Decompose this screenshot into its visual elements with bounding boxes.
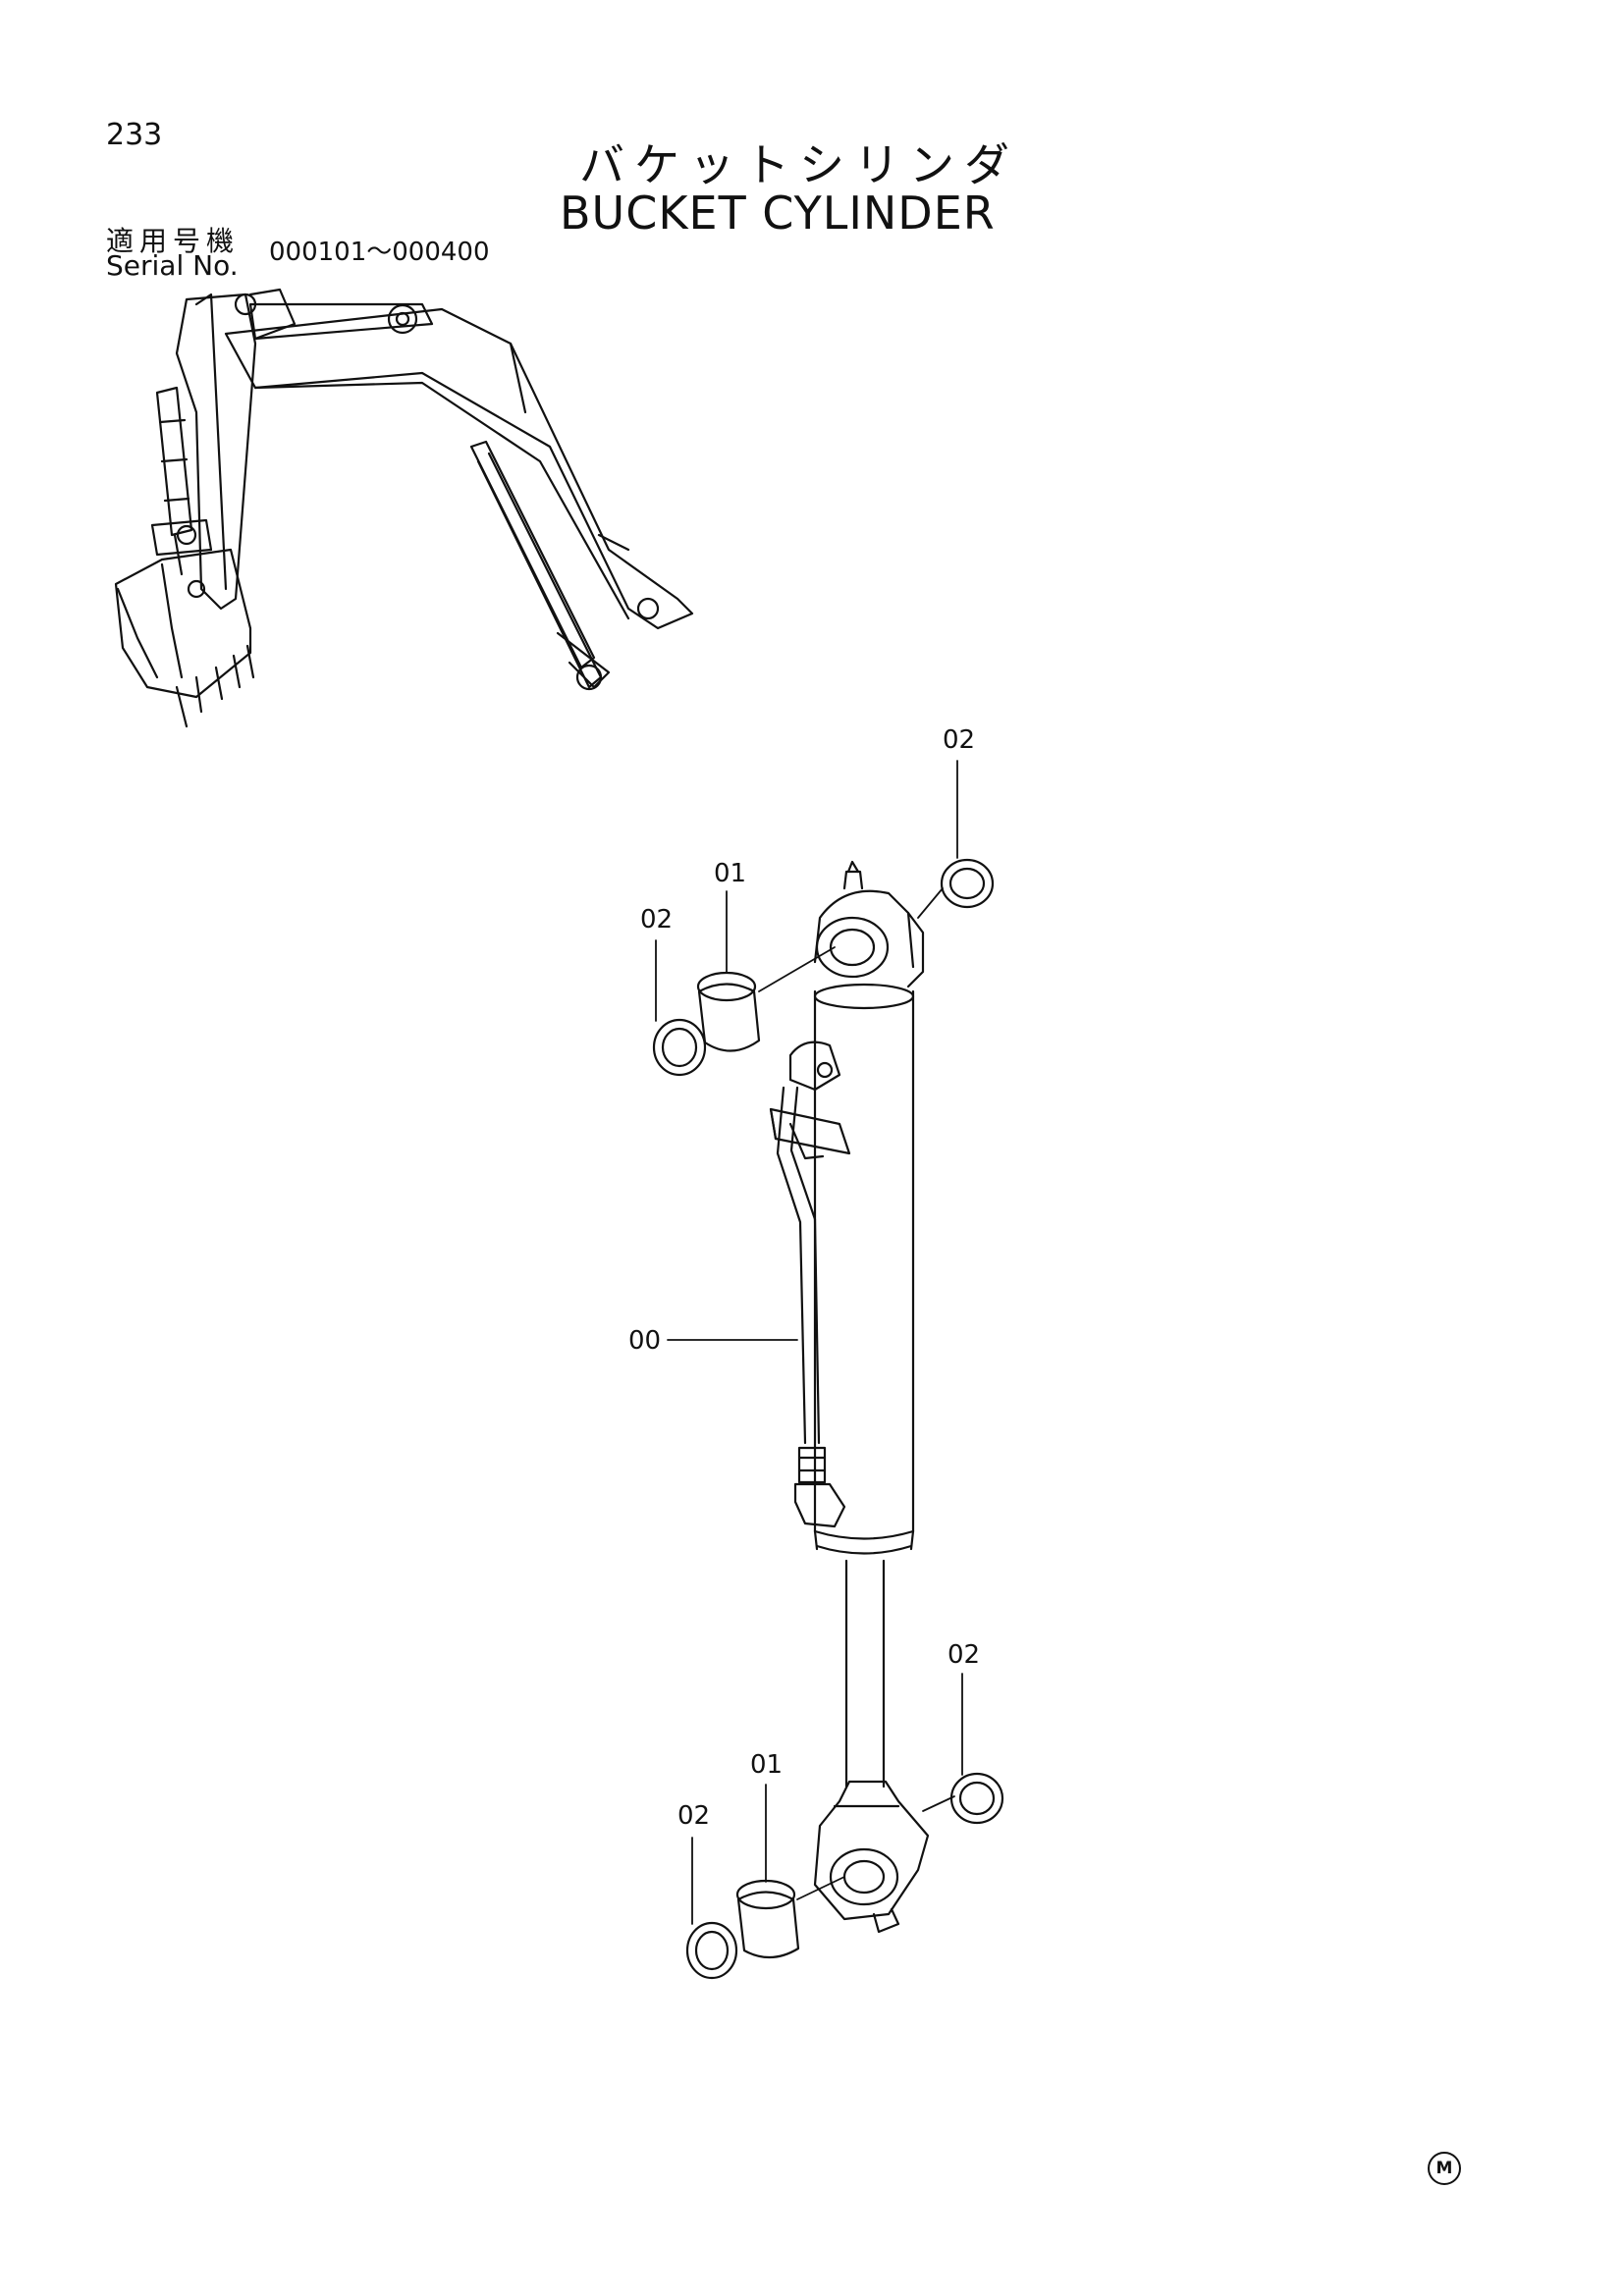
callout-seal-ring: 02 <box>943 725 975 755</box>
serial-range: 000101～000400 <box>269 238 490 267</box>
serial-label-japanese: 適用号機 <box>106 225 241 257</box>
callout-seal-ring: 02 <box>640 905 673 934</box>
callout-cylinder: 00 <box>628 1326 661 1356</box>
page-title-english: BUCKET CYLINDER <box>560 187 996 240</box>
page-title-japanese: バケットシリンダ <box>579 138 1019 191</box>
serial-label-english: Serial No. <box>106 249 239 282</box>
manufacturer-mark: M <box>1428 2152 1461 2185</box>
callout-leaders <box>655 760 963 1925</box>
callout-seal-ring: 02 <box>947 1640 980 1670</box>
page-number: 233 <box>106 118 163 152</box>
callout-labels: 02 01 02 00 02 01 02 <box>628 725 980 1831</box>
callout-bushing: 01 <box>714 859 746 888</box>
callout-bushing: 01 <box>750 1750 783 1780</box>
callout-seal-ring: 02 <box>677 1801 710 1831</box>
excavator-front-attachment-illustration <box>114 288 694 728</box>
bucket-cylinder-assembly <box>652 858 1004 1980</box>
